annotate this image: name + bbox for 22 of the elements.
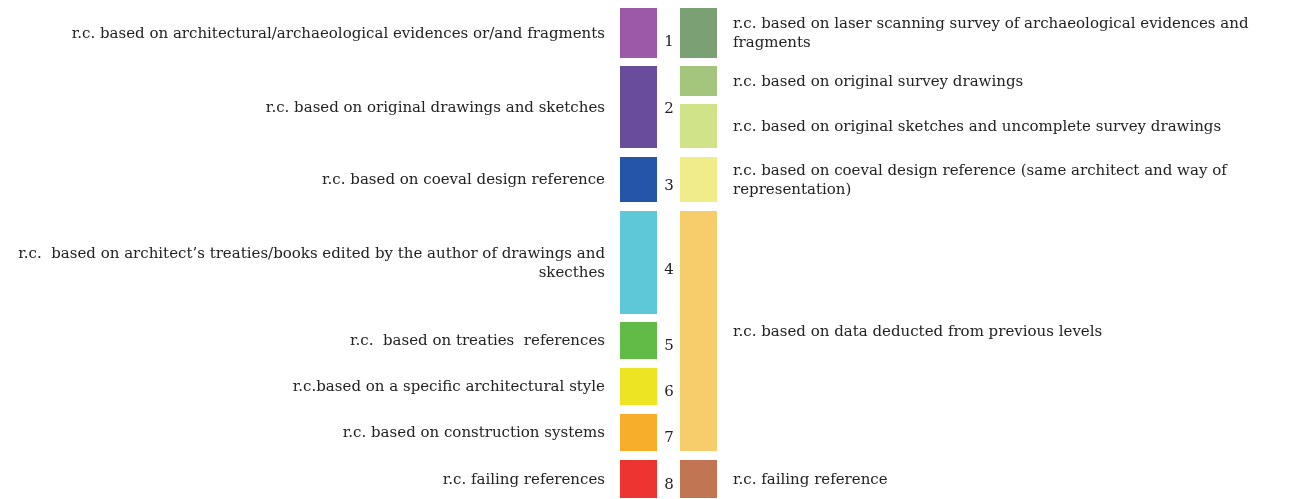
level-number: 6 (663, 382, 675, 401)
legend-text: r.c. based on laser scanning survey of archaeological evidences and fragments (733, 14, 1250, 52)
legend-text: r.c. based on original drawings and sketches (265, 97, 605, 117)
legend-text: r.c. based on architect’s treaties/books edited by the author of drawings and skecthes (17, 243, 605, 282)
level-number: 3 (663, 176, 675, 195)
legend-text: r.c. based on data deducted from previous levels (733, 321, 1103, 341)
level-number: 1 (663, 32, 675, 51)
legend-text: r.c. failing references (442, 469, 605, 489)
legend-text: r.c.based on a specific architectural style (292, 377, 605, 396)
legend-text: r.c. based on treaties references (349, 331, 605, 350)
level-number: 4 (663, 260, 675, 279)
legend-text: r.c. based on coeval design reference (322, 170, 605, 189)
legend-text: r.c. failing reference (733, 469, 888, 489)
level-number: 7 (663, 428, 675, 447)
level-number: 8 (663, 475, 675, 494)
legend-text: r.c. based on architectural/archaeological evidences or/and fragments (71, 23, 605, 43)
level-number: 2 (663, 99, 675, 118)
legend-text: r.c. based on construction systems (342, 423, 605, 442)
legend-text: r.c. based on original sketches and uncomplete survey drawings (733, 116, 1222, 136)
legend-text: r.c. based on original survey drawings (733, 71, 1024, 91)
level-number: 5 (663, 336, 675, 355)
legend-text: r.c. based on coeval design reference (same architect and way of representation) (733, 160, 1229, 199)
